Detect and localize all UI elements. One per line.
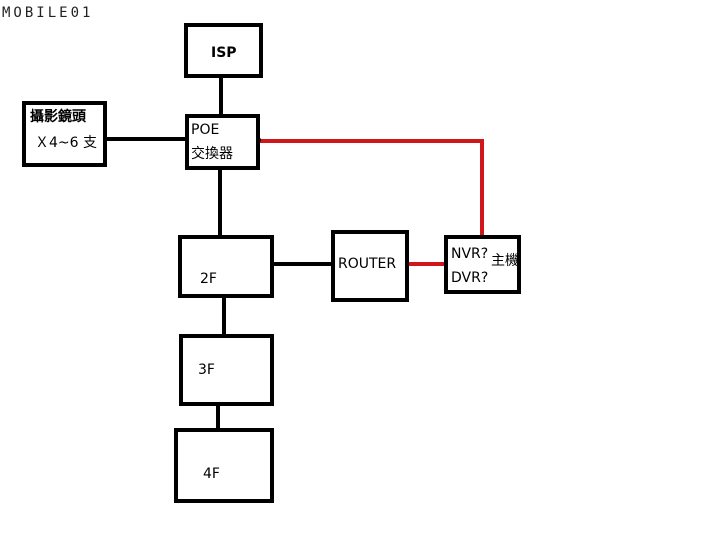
isp-label: ISP (211, 45, 237, 61)
mobile01-logo: MOBILE01 (2, 2, 93, 24)
camera-label-line2: Ｘ4~6 支 (35, 135, 97, 151)
isp-box (184, 23, 263, 78)
nvr-label-line2: DVR? (451, 270, 489, 286)
poe-label-line2: 交換器 (191, 146, 233, 162)
watermark-text: MOBILE01 (2, 5, 94, 21)
nvr-host-label: 主機 (491, 253, 519, 269)
router-box (331, 230, 409, 302)
link-poe-nvr-red (258, 139, 484, 237)
camera-box (22, 101, 107, 167)
floor-2f-label: 2F (200, 271, 217, 287)
poe-switch-box (185, 114, 260, 170)
floor-4f-box (174, 428, 274, 503)
camera-label-line1: 攝影鏡頭 (30, 109, 86, 125)
floor-2f-box (178, 235, 274, 298)
router-label: ROUTER (338, 256, 397, 272)
floor-3f-box (179, 334, 274, 406)
poe-label-line1: POE (191, 122, 220, 138)
floor-4f-label: 4F (203, 466, 220, 482)
nvr-dvr-box (444, 235, 521, 294)
floor-3f-label: 3F (198, 362, 215, 378)
nvr-label-line1: NVR? (451, 246, 489, 262)
